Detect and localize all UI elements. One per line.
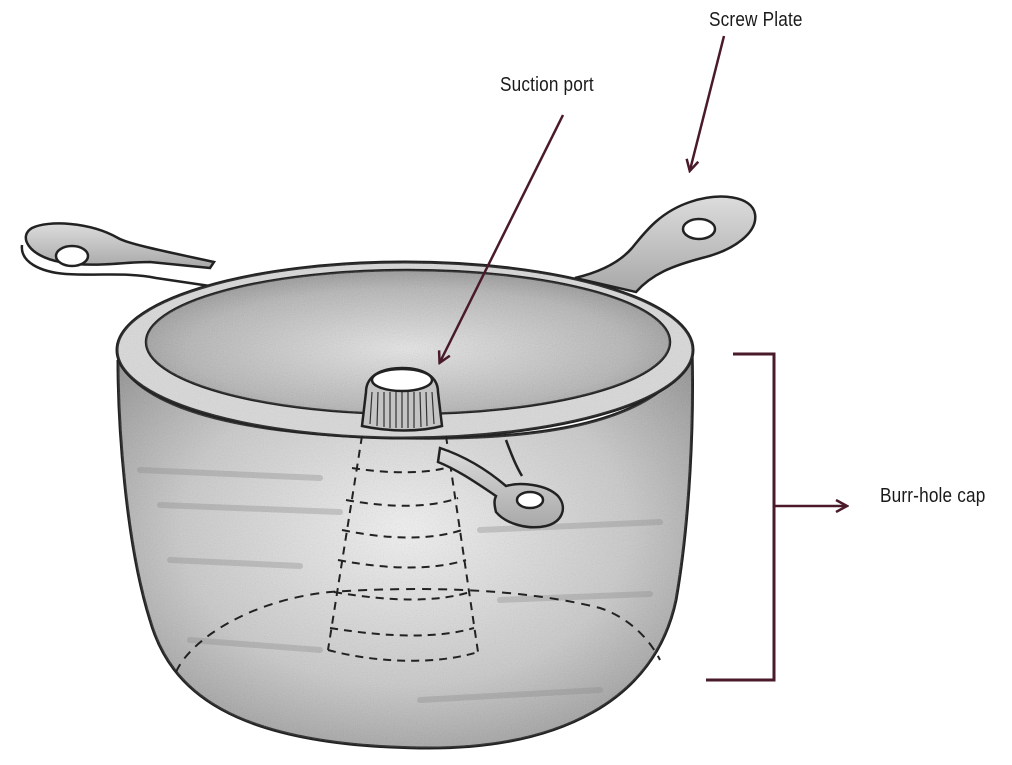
burr-hole-cap-label: Burr-hole cap (880, 485, 985, 508)
right-screw-plate-tab (575, 197, 755, 292)
left-screw-plate-tab (22, 223, 214, 286)
screw-plate-label: Screw Plate (709, 9, 803, 32)
suction-port-label: Suction port (500, 74, 594, 97)
right-screw-hole (683, 219, 715, 239)
front-screw-hole (517, 492, 543, 508)
suction-port-opening (372, 369, 432, 391)
screw-plate-arrow (690, 36, 724, 170)
burr-hole-cap-bracket (706, 354, 774, 680)
left-screw-hole (56, 246, 88, 266)
